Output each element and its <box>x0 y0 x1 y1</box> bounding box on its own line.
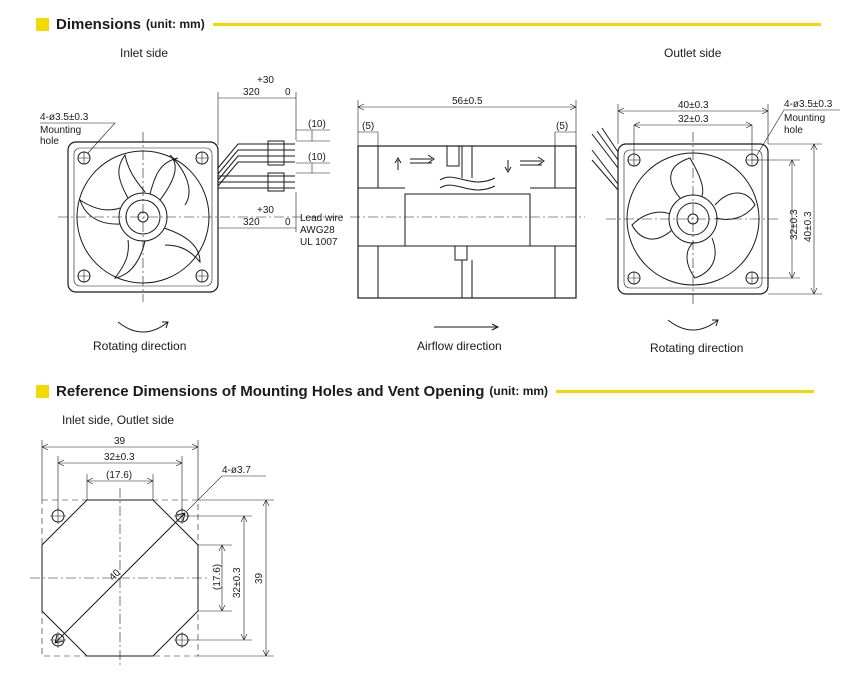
inlet-side-label: Inlet side <box>120 46 168 60</box>
lead-wire-standard: UL 1007 <box>300 237 338 248</box>
header-rule <box>556 389 815 393</box>
lead-len-top: 320 <box>243 87 260 98</box>
header-rule <box>212 22 821 26</box>
airflow-arrow-icon <box>434 323 500 331</box>
depth-dim: 56±0.5 <box>452 96 483 107</box>
reference-header: Reference Dimensions of Mounting Holes a… <box>36 381 815 401</box>
outlet-rotation-arrow-icon <box>667 319 719 331</box>
side-view: 56±0.5 (5) (5) Airflow direction <box>350 96 585 353</box>
side-5-left: (5) <box>362 121 374 132</box>
mounting-label: Mounting <box>40 125 81 136</box>
airflow-label: Airflow direction <box>417 339 502 353</box>
lead-tol-bottom: +30 <box>257 205 274 216</box>
outlet-hole-label: hole <box>784 125 803 136</box>
outlet-mounting-label: Mounting <box>784 113 825 124</box>
section-marker-icon <box>36 384 49 398</box>
rotation-arrow-icon <box>117 321 169 333</box>
outlet-hole-callout: 4-ø3.5±0.3 <box>784 99 833 110</box>
lead-zero-bottom: 0 <box>285 217 291 228</box>
lead-10-top: (10) <box>308 119 326 130</box>
lead-10-bottom: (10) <box>308 152 326 163</box>
side-5-right: (5) <box>556 121 568 132</box>
reference-height: 39 <box>254 572 265 584</box>
outlet-outer-width: 40±0.3 <box>678 100 709 111</box>
lead-wire-label: Lead wire <box>300 213 344 224</box>
reference-flat-height: (17.6) <box>212 564 223 590</box>
reference-flat: (17.6) <box>106 470 132 481</box>
outlet-pitch-height: 32±0.3 <box>789 209 800 240</box>
vent-octagon <box>41 499 199 657</box>
reference-title: Reference Dimensions of Mounting Holes a… <box>56 382 485 400</box>
inlet-rotating-label: Rotating direction <box>93 339 186 353</box>
dimensions-title: Dimensions <box>56 15 142 33</box>
reference-hole-callout: 4-ø3.7 <box>222 465 251 476</box>
section-marker-icon <box>36 17 49 31</box>
dimensions-header: Dimensions (unit: mm) <box>36 14 821 34</box>
side-body <box>357 145 577 299</box>
reference-subtitle: Inlet side, Outlet side <box>62 413 174 427</box>
inlet-hole-callout: 4-ø3.5±0.3 <box>40 112 89 123</box>
inlet-lead-wires <box>217 140 295 192</box>
lead-len-bottom: 320 <box>243 217 260 228</box>
lead-tol-top: +30 <box>257 75 274 86</box>
inlet-side-view: Inlet side 4-ø3.5±0.3 Mounting hole <box>40 46 345 353</box>
outlet-side-view: Outlet side 40±0.3 32±0.3 4-ø3.5±0.3 Mou… <box>591 46 840 355</box>
outlet-side-label: Outlet side <box>664 46 722 60</box>
outlet-pitch-width: 32±0.3 <box>678 114 709 125</box>
hole-label: hole <box>40 136 59 147</box>
reference-unit: (unit: mm) <box>489 384 549 398</box>
lead-zero-top: 0 <box>285 87 291 98</box>
outlet-rotating-label: Rotating direction <box>650 341 743 355</box>
reference-pitch-height: 32±0.3 <box>232 567 243 598</box>
reference-pitch: 32±0.3 <box>104 452 135 463</box>
reference-drawing: Inlet side, Outlet side 40 39 32±0.3 (17… <box>30 413 274 668</box>
outlet-outer-height: 40±0.3 <box>803 211 814 242</box>
reference-width: 39 <box>114 436 126 447</box>
diagonal-dim: 40 <box>107 567 123 583</box>
dimensions-unit: (unit: mm) <box>146 17 205 31</box>
lead-wire-gauge: AWG28 <box>300 225 335 236</box>
